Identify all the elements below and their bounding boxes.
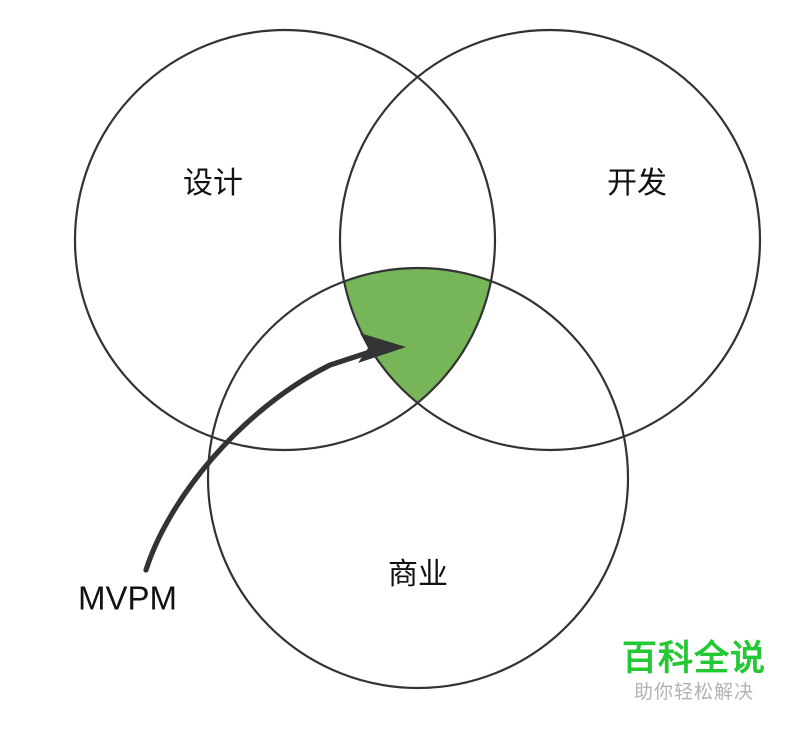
venn-circle-development[interactable] bbox=[338, 28, 762, 452]
set-label-business: 商业 bbox=[388, 558, 448, 591]
callout-label-mvpm: MVPM bbox=[78, 580, 177, 617]
set-label-design: 设计 bbox=[183, 167, 243, 200]
set-label-development: 开发 bbox=[607, 167, 667, 200]
watermark: 百科全说 助你轻松解决 bbox=[622, 641, 766, 702]
mvpm-arrow-head bbox=[358, 333, 406, 363]
venn-circle-design[interactable] bbox=[73, 28, 497, 452]
mvpm-arrow-line bbox=[143, 345, 385, 573]
venn-circle-business[interactable] bbox=[206, 266, 630, 690]
triple-intersection-fill bbox=[340, 268, 495, 450]
watermark-subtitle: 助你轻松解决 bbox=[633, 682, 754, 703]
triple-intersection-region bbox=[340, 268, 495, 450]
watermark-title: 百科全说 bbox=[621, 639, 766, 678]
